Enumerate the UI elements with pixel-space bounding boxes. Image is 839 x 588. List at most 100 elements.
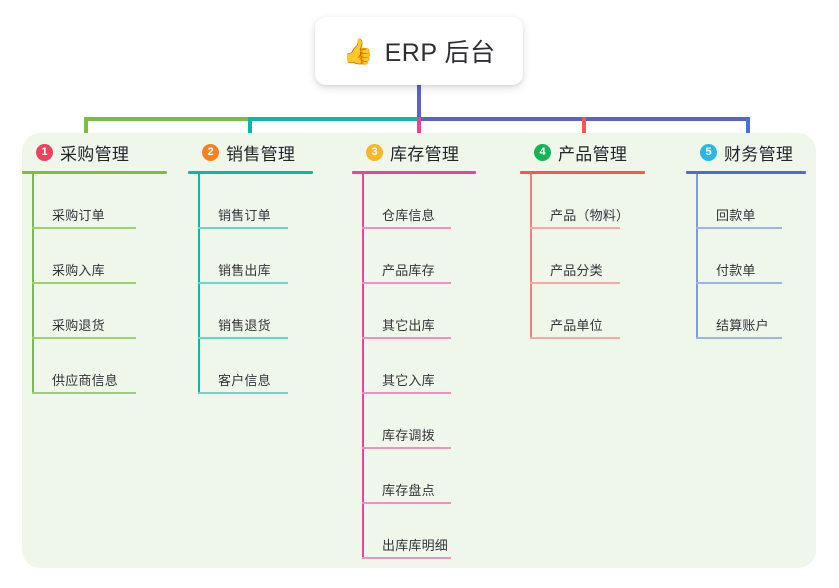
category-title-5: 财务管理 bbox=[724, 144, 794, 164]
leaf-item-rule bbox=[362, 282, 451, 284]
category-badge-1: 1 bbox=[36, 143, 53, 161]
leaf-item[interactable]: 采购入库 bbox=[22, 229, 167, 284]
leaf-item-label: 销售订单 bbox=[218, 208, 271, 223]
category-header-3[interactable]: 3 库存管理 bbox=[352, 133, 476, 171]
leaf-item-rule bbox=[362, 447, 451, 449]
leaf-item-rule bbox=[530, 282, 620, 284]
category-column-2: 2 销售管理销售订单销售出库销售退货客户信息 bbox=[188, 133, 313, 394]
category-column-5: 5 财务管理回款单付款单结算账户 bbox=[686, 133, 806, 339]
leaf-item[interactable]: 采购订单 bbox=[22, 174, 167, 229]
leaf-item[interactable]: 库存调拨 bbox=[352, 394, 476, 449]
category-title-3: 库存管理 bbox=[390, 144, 460, 164]
category-items-2: 销售订单销售出库销售退货客户信息 bbox=[188, 174, 313, 394]
category-spine-1 bbox=[32, 174, 34, 394]
category-title-4: 产品管理 bbox=[558, 144, 628, 164]
category-rule-3 bbox=[352, 171, 476, 174]
leaf-item-rule bbox=[32, 227, 136, 229]
leaf-item-rule bbox=[362, 392, 451, 394]
category-header-2[interactable]: 2 销售管理 bbox=[188, 133, 313, 171]
leaf-item[interactable]: 其它入库 bbox=[352, 339, 476, 394]
leaf-item-label: 仓库信息 bbox=[382, 208, 435, 223]
leaf-item[interactable]: 产品单位 bbox=[520, 284, 645, 339]
category-column-3: 3 库存管理仓库信息产品库存其它出库其它入库库存调拨库存盘点出库库明细 bbox=[352, 133, 476, 559]
category-header-4[interactable]: 4 产品管理 bbox=[520, 133, 645, 171]
leaf-item-label: 其它入库 bbox=[382, 373, 435, 388]
category-badge-2: 2 bbox=[202, 143, 219, 161]
leaf-item-rule bbox=[530, 337, 620, 339]
leaf-item[interactable]: 回款单 bbox=[686, 174, 806, 229]
category-title-2: 销售管理 bbox=[226, 144, 296, 164]
category-rule-2 bbox=[188, 171, 313, 174]
category-items-4: 产品（物料） 产品分类产品单位 bbox=[520, 174, 645, 339]
category-spine-3 bbox=[362, 174, 364, 559]
leaf-item-label: 供应商信息 bbox=[52, 373, 119, 388]
leaf-item[interactable]: 结算账户 bbox=[686, 284, 806, 339]
category-badge-5: 5 bbox=[700, 143, 717, 161]
leaf-item-label: 采购退货 bbox=[52, 318, 105, 333]
category-badge-3: 3 bbox=[366, 143, 383, 161]
root-node-title: ERP 后台 bbox=[384, 39, 496, 67]
category-rule-4 bbox=[520, 171, 645, 174]
category-spine-5 bbox=[696, 174, 698, 339]
leaf-item-rule bbox=[530, 227, 620, 229]
leaf-item[interactable]: 产品分类 bbox=[520, 229, 645, 284]
leaf-item-label: 结算账户 bbox=[716, 318, 769, 333]
leaf-item-rule bbox=[362, 502, 451, 504]
leaf-item[interactable]: 销售出库 bbox=[188, 229, 313, 284]
leaf-item-label: 库存盘点 bbox=[382, 483, 435, 498]
leaf-item[interactable]: 其它出库 bbox=[352, 284, 476, 339]
category-rule-1 bbox=[22, 171, 167, 174]
leaf-item-label: 其它出库 bbox=[382, 318, 435, 333]
category-header-1[interactable]: 1 采购管理 bbox=[22, 133, 167, 171]
leaf-item-rule bbox=[362, 557, 451, 559]
leaf-item-rule bbox=[198, 337, 288, 339]
leaf-item-label: 库存调拨 bbox=[382, 428, 435, 443]
leaf-item-rule bbox=[32, 282, 136, 284]
leaf-item-rule bbox=[696, 337, 782, 339]
leaf-item-rule bbox=[696, 282, 782, 284]
leaf-item-rule bbox=[32, 392, 136, 394]
category-badge-4: 4 bbox=[534, 143, 551, 161]
category-header-5[interactable]: 5 财务管理 bbox=[686, 133, 806, 171]
category-spine-4 bbox=[530, 174, 532, 339]
leaf-item-label: 产品（物料） bbox=[550, 208, 630, 223]
leaf-item[interactable]: 客户信息 bbox=[188, 339, 313, 394]
leaf-item-label: 产品单位 bbox=[550, 318, 603, 333]
leaf-item-label: 产品库存 bbox=[382, 263, 435, 278]
leaf-item-rule bbox=[198, 227, 288, 229]
category-title-1: 采购管理 bbox=[60, 144, 130, 164]
leaf-item-label: 产品分类 bbox=[550, 263, 603, 278]
leaf-item-rule bbox=[362, 227, 451, 229]
root-node-card[interactable]: 👍 ERP 后台 bbox=[315, 17, 523, 85]
leaf-item[interactable]: 采购退货 bbox=[22, 284, 167, 339]
category-items-5: 回款单付款单结算账户 bbox=[686, 174, 806, 339]
leaf-item-label: 付款单 bbox=[716, 263, 756, 278]
leaf-item-rule bbox=[198, 392, 288, 394]
leaf-item[interactable]: 供应商信息 bbox=[22, 339, 167, 394]
leaf-item[interactable]: 销售退货 bbox=[188, 284, 313, 339]
leaf-item[interactable]: 仓库信息 bbox=[352, 174, 476, 229]
leaf-item[interactable]: 销售订单 bbox=[188, 174, 313, 229]
leaf-item-label: 出库库明细 bbox=[382, 538, 449, 553]
leaf-item-rule bbox=[32, 337, 136, 339]
leaf-item[interactable]: 产品（物料） bbox=[520, 174, 645, 229]
leaf-item-label: 销售退货 bbox=[218, 318, 271, 333]
leaf-item-label: 采购订单 bbox=[52, 208, 105, 223]
leaf-item[interactable]: 库存盘点 bbox=[352, 449, 476, 504]
category-items-1: 采购订单采购入库采购退货供应商信息 bbox=[22, 174, 167, 394]
leaf-item[interactable]: 付款单 bbox=[686, 229, 806, 284]
leaf-item-label: 回款单 bbox=[716, 208, 756, 223]
category-column-1: 1 采购管理采购订单采购入库采购退货供应商信息 bbox=[22, 133, 167, 394]
leaf-item[interactable]: 出库库明细 bbox=[352, 504, 476, 559]
leaf-item[interactable]: 产品库存 bbox=[352, 229, 476, 284]
content-panel bbox=[22, 133, 816, 568]
category-columns: 1 采购管理采购订单采购入库采购退货供应商信息 2 销售管理销售订单销售出库销售退货客… bbox=[22, 133, 816, 568]
leaf-item-rule bbox=[696, 227, 782, 229]
category-spine-2 bbox=[198, 174, 200, 394]
category-rule-5 bbox=[686, 171, 806, 174]
leaf-item-rule bbox=[362, 337, 451, 339]
leaf-item-label: 销售出库 bbox=[218, 263, 271, 278]
leaf-item-label: 采购入库 bbox=[52, 263, 105, 278]
leaf-item-rule bbox=[198, 282, 288, 284]
